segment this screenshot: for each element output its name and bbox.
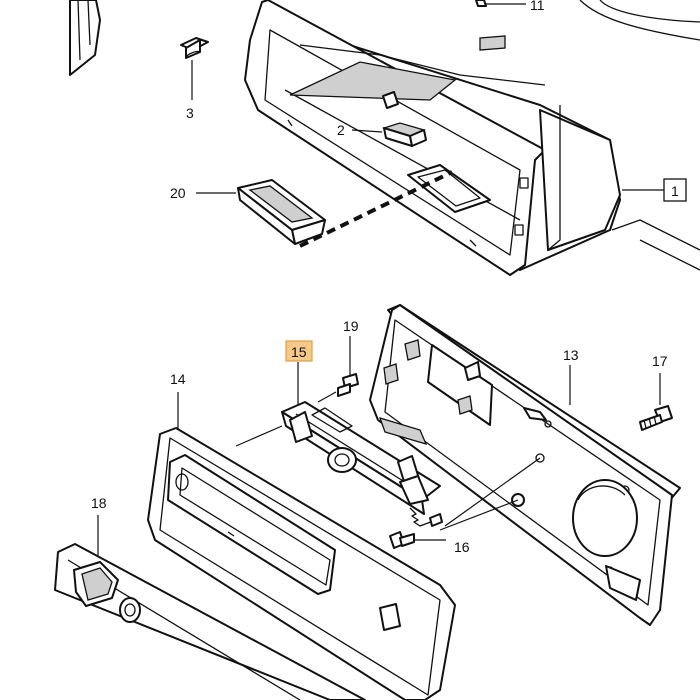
callout-18: 18 xyxy=(91,495,107,511)
screw-part-17 xyxy=(639,373,673,431)
callout-20: 20 xyxy=(170,185,186,201)
outer-door-panel-part-14 xyxy=(147,392,456,700)
callout-3: 3 xyxy=(186,105,194,121)
callout-2: 2 xyxy=(337,122,345,138)
callout-labels: 11 3 2 1 20 19 15 13 17 14 18 16 xyxy=(91,0,687,555)
callout-17: 17 xyxy=(652,353,668,369)
callout-19: 19 xyxy=(343,318,359,334)
screw-part-19 xyxy=(317,336,359,403)
latch-catch-part-20 xyxy=(196,179,326,245)
callout-14: 14 xyxy=(170,371,186,387)
callout-13: 13 xyxy=(563,347,579,363)
handle-trim-part-18 xyxy=(54,515,366,700)
glovebox-housing-part-1 xyxy=(244,0,621,276)
dash-structure-fragment xyxy=(579,0,700,271)
leader-15-to-door xyxy=(235,425,283,447)
screw-part-16 xyxy=(389,457,541,549)
mounting-guide-dashed xyxy=(299,170,453,248)
dash-panel-fragment xyxy=(69,0,101,76)
callout-1: 1 xyxy=(671,183,679,199)
callout-16: 16 xyxy=(454,539,470,555)
callout-15-highlight-box xyxy=(285,340,313,362)
callout-1-box xyxy=(663,178,687,202)
screw-part-3 xyxy=(180,37,209,100)
clip-part-2 xyxy=(351,122,427,147)
callout-15: 15 xyxy=(291,344,307,360)
callout-11: 11 xyxy=(530,0,545,13)
lock-mechanism-part-15 xyxy=(281,362,443,527)
leader-part-11 xyxy=(475,0,526,7)
